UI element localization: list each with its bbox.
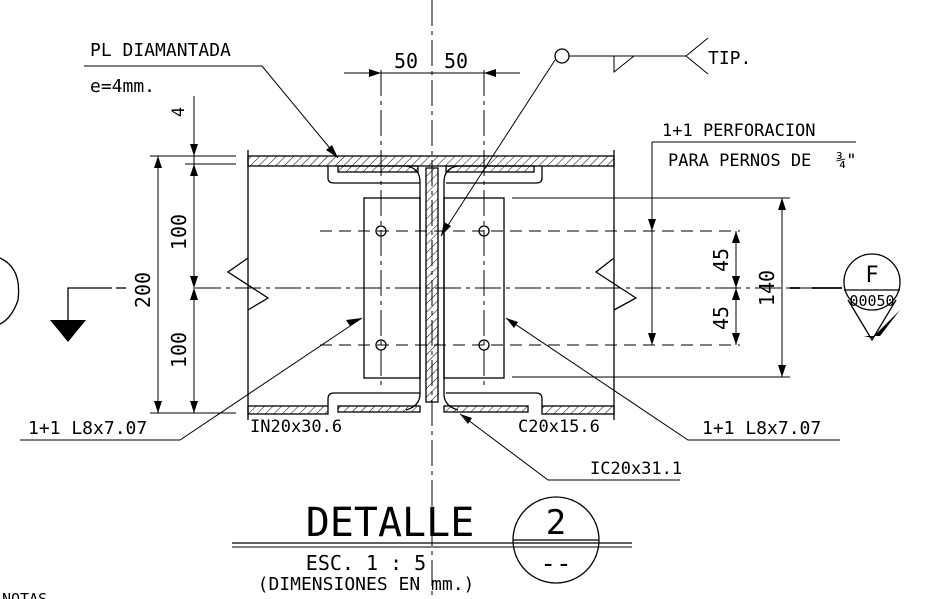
plate-leader-arrow <box>326 145 338 158</box>
dim-200-label: 200 <box>131 272 155 308</box>
dim-45-arrow-top <box>732 231 740 243</box>
right-channel-top-flange <box>446 166 543 184</box>
plate-title: PL DIAMANTADA <box>90 40 231 61</box>
dim-45-bottom-label: 45 <box>709 306 733 330</box>
dim-100-arrow-bottom <box>190 401 198 413</box>
break-line-left <box>226 257 270 311</box>
notes-label: NOTAS <box>2 590 47 599</box>
perforation-fraction: ¾" <box>836 151 856 171</box>
dim-4-label: 4 <box>169 107 189 117</box>
left-angle-plate <box>363 197 421 379</box>
angle-right-leader <box>505 317 840 441</box>
center-web <box>425 167 439 403</box>
web-top-flange-right <box>445 165 535 173</box>
left-channel-bottom-flange <box>327 392 420 406</box>
section-bubble-right <box>843 253 901 342</box>
left-channel-top-flange <box>327 166 420 184</box>
detail-number: 2 <box>546 503 566 543</box>
plate-thickness: e=4mm. <box>90 76 155 97</box>
plate-leader <box>84 65 339 159</box>
dim-50-arrow-left <box>369 69 381 77</box>
angle-left-leader <box>20 317 363 441</box>
dim-100-arrow-mid-a <box>190 276 198 288</box>
beam-center-label: IC20x31.1 <box>590 459 682 479</box>
web-bottom-flange-left <box>337 405 421 413</box>
dim-100-top-label: 100 <box>167 214 191 250</box>
top-plate <box>247 155 615 167</box>
bottom-plate-left <box>247 405 329 415</box>
web-top-flange-left <box>337 165 419 173</box>
weld-leader-arrow <box>441 222 451 236</box>
weld-tip-label: TIP. <box>708 48 751 69</box>
perforation-line1: 1+1 PERFORACION <box>662 121 816 141</box>
angle-right-arrow <box>506 318 518 328</box>
dim-50-right-label: 50 <box>444 49 468 73</box>
weld-tail <box>685 37 709 75</box>
dim-45-arrow-bottom <box>732 333 740 345</box>
break-line-right <box>594 257 638 311</box>
perforation-line2: PARA PERNOS DE <box>668 151 811 171</box>
weld-leader <box>440 59 556 237</box>
dim-45-arrow-mid-b <box>732 288 740 300</box>
dim-100-bottom-label: 100 <box>167 332 191 368</box>
angle-right-label: 1+1 L8x7.07 <box>702 418 821 439</box>
weld-fillet-symbol <box>613 55 636 74</box>
dim-140-label: 140 <box>755 270 779 306</box>
dim-140-arrow-bottom <box>778 365 786 377</box>
detail-units: (DIMENSIONES EN mm.) <box>258 574 475 595</box>
section-bubble-left-partial <box>0 257 20 325</box>
section-cut-left-line <box>67 287 112 322</box>
detail-title: DETALLE <box>306 500 475 546</box>
perforation-arrow-top <box>648 219 656 231</box>
section-letter: F <box>865 263 878 288</box>
dim-45-arrow-mid-a <box>732 276 740 288</box>
detail-scale: ESC. 1 : 5 <box>306 551 426 575</box>
beam-left-label: IN20x30.6 <box>250 417 342 437</box>
weld-symbol-circle <box>554 48 570 64</box>
section-cut-left-arrow <box>50 320 86 342</box>
perforation-arrow-bottom <box>648 333 656 345</box>
bottom-plate-right <box>541 405 615 415</box>
detail-sheet: -- <box>540 549 571 579</box>
right-angle-plate <box>443 197 505 379</box>
right-channel-bottom-flange <box>446 392 543 406</box>
dim-50-arrow-right <box>484 69 496 77</box>
dim-140-arrow-top <box>778 198 786 210</box>
dim-4-arrow <box>190 144 198 156</box>
beam-center-arrow <box>460 414 472 424</box>
angle-left-arrow <box>346 318 362 326</box>
dim-100-arrow-mid-b <box>190 288 198 300</box>
section-sheet: 00050 <box>849 292 894 310</box>
dim-50-left-label: 50 <box>394 49 418 73</box>
dim-200-arrow-top <box>154 156 162 168</box>
dim-45-top-label: 45 <box>709 248 733 272</box>
web-bottom-flange-right <box>443 405 529 413</box>
dim-200-arrow-bottom <box>154 401 162 413</box>
beam-center-leader <box>459 413 680 481</box>
angle-left-label: 1+1 L8x7.07 <box>28 418 147 439</box>
dim-100-arrow-top <box>190 164 198 176</box>
beam-right-label: C20x15.6 <box>518 417 600 437</box>
